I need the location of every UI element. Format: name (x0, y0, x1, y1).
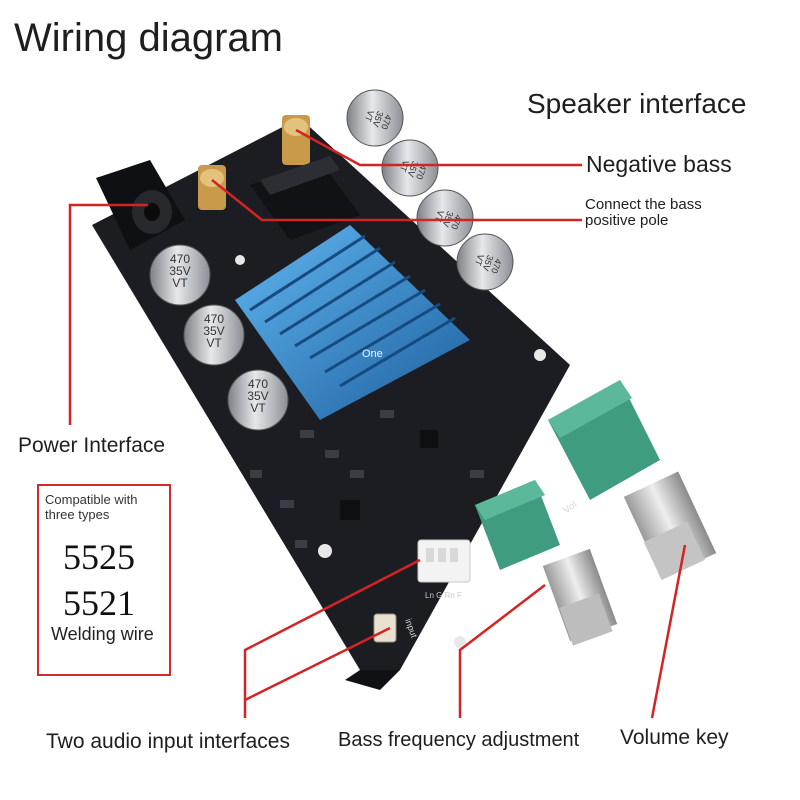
leader-bass-freq (458, 584, 546, 718)
two-audio-input-label: Two audio input interfaces (46, 730, 290, 753)
type-5521: 5521 (63, 583, 135, 623)
speaker-terminals (198, 115, 310, 210)
mounting-holes (235, 255, 546, 648)
capacitor-label: 47035VVT (472, 251, 504, 276)
leader-audio-a (243, 558, 421, 718)
negative-bass-label: Negative bass (586, 151, 732, 177)
pcb-components (250, 410, 484, 548)
audio-pin-header (417, 539, 471, 583)
positive-bass-line-2: positive pole (585, 212, 669, 229)
potentiometer-volume (548, 380, 717, 581)
positive-bass-line-1: Connect the bass (585, 196, 702, 213)
leader-volume (650, 544, 687, 719)
vol-silkscreen: Vol (561, 499, 579, 516)
pcb-edge (345, 670, 400, 690)
capacitor: 47035VVT (381, 139, 439, 197)
power-interface-label: Power Interface (18, 434, 166, 457)
type-5525: 5525 (63, 537, 135, 577)
leader-lines (68, 128, 687, 719)
capacitor-label: 47035VVT (362, 107, 394, 132)
capacitor: 47035VVT (346, 89, 404, 147)
volume-key-label: Volume key (620, 726, 729, 749)
compatibility-note-line-1: Compatible with (45, 492, 138, 507)
welding-wire-label: Welding wire (51, 624, 154, 644)
compatibility-box: Compatible with three types 5525 5521 We… (37, 484, 171, 676)
leader-audio-b (244, 626, 391, 702)
heatsink-text: One (362, 348, 383, 360)
pin-silkscreen: Ln G Rn F (425, 591, 462, 600)
leader-positive-bass (211, 179, 582, 222)
heatsink (235, 225, 470, 420)
potentiometer-bass (475, 480, 618, 646)
bass-frequency-label: Bass frequency adjustment (338, 729, 580, 751)
leader-negative-bass (295, 128, 582, 167)
capacitor: 47035VVT (416, 189, 474, 247)
leader-power (68, 203, 148, 425)
diagram-title: Wiring diagram (14, 16, 283, 60)
positive-bass-label: Connect the bass positive pole (585, 197, 702, 229)
audio-jack-small (373, 613, 397, 643)
compatibility-note-line-2: three types (45, 507, 110, 522)
compatibility-note: Compatible with three types (45, 492, 138, 522)
capacitor: 47035VVT (456, 233, 514, 291)
speaker-interface-label: Speaker interface (527, 88, 747, 119)
